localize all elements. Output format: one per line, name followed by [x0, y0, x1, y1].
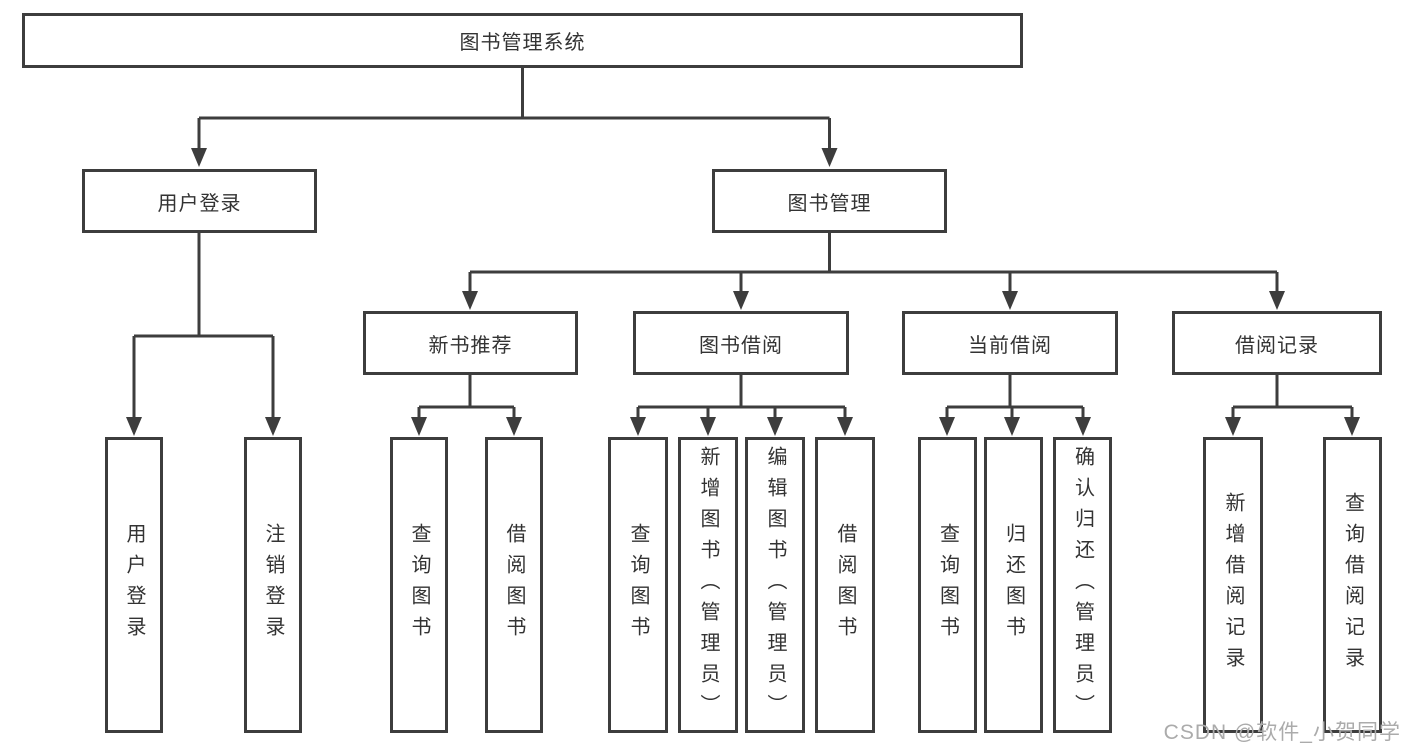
- leaf-borrowing-add-books-admin-label: 新增图书（管理员）: [697, 445, 719, 725]
- connector-root-to-level2: [197, 68, 831, 150]
- leaf-borrowing-add-books-admin: 新增图书（管理员）: [678, 437, 738, 733]
- leaf-borrowing-query-books-label: 查询图书: [627, 523, 649, 647]
- node-book-management: 图书管理: [712, 169, 947, 233]
- leaf-newbook-query-books: 查询图书: [390, 437, 448, 733]
- arrow-down-icon: [821, 148, 838, 167]
- arrow-down-icon: [462, 291, 478, 310]
- arrow-down-icon: [1344, 417, 1360, 436]
- leaf-borrowing-edit-books-admin-label: 编辑图书（管理员）: [764, 445, 786, 725]
- arrow-down-icon: [1075, 417, 1091, 436]
- leaf-records-query-record-label: 查询借阅记录: [1341, 492, 1364, 678]
- arrow-down-icon: [411, 417, 427, 436]
- arrow-down-icon: [506, 417, 522, 436]
- arrow-down-icon: [1002, 291, 1018, 310]
- leaf-records-add-record: 新增借阅记录: [1203, 437, 1263, 733]
- leaf-current-query-books-label: 查询图书: [936, 523, 959, 647]
- node-new-book-recommendation: 新书推荐: [363, 311, 578, 375]
- node-book-borrowing: 图书借阅: [633, 311, 849, 375]
- leaf-borrowing-query-books: 查询图书: [608, 437, 668, 733]
- leaf-borrowing-borrow-books: 借阅图书: [815, 437, 875, 733]
- connector-userlogin-to-leaves: [132, 233, 275, 419]
- leaf-records-query-record: 查询借阅记录: [1323, 437, 1382, 733]
- arrow-down-icon: [700, 417, 716, 436]
- connector-newbook-to-leaves: [417, 375, 516, 419]
- arrow-down-icon: [265, 417, 281, 436]
- leaf-newbook-borrow-books-label: 借阅图书: [503, 523, 525, 647]
- leaf-current-confirm-return-admin-label: 确认归还（管理员）: [1071, 445, 1094, 725]
- arrow-down-icon: [939, 417, 955, 436]
- arrow-down-icon: [1269, 291, 1285, 310]
- csdn-watermark: CSDN @软件_小贺同学: [1163, 721, 1401, 744]
- node-user-login: 用户登录: [82, 169, 317, 233]
- leaf-current-confirm-return-admin: 确认归还（管理员）: [1053, 437, 1112, 733]
- leaf-current-return-books-label: 归还图书: [1002, 523, 1025, 647]
- leaf-records-add-record-label: 新增借阅记录: [1222, 492, 1244, 678]
- arrow-down-icon: [733, 291, 749, 310]
- arrow-down-icon: [191, 148, 207, 167]
- leaf-borrowing-edit-books-admin: 编辑图书（管理员）: [745, 437, 805, 733]
- arrow-down-icon: [1225, 417, 1241, 436]
- connector-borrowing-to-leaves: [636, 375, 847, 419]
- leaf-current-return-books: 归还图书: [984, 437, 1043, 733]
- arrowheads: [126, 148, 1360, 436]
- node-borrowing-records: 借阅记录: [1172, 311, 1382, 375]
- node-library-management-system: 图书管理系统: [22, 13, 1023, 68]
- arrow-down-icon: [1004, 417, 1020, 436]
- leaf-logout-label: 注销登录: [262, 523, 284, 647]
- arrow-down-icon: [837, 417, 853, 436]
- leaf-newbook-borrow-books: 借阅图书: [485, 437, 543, 733]
- leaf-borrowing-borrow-books-label: 借阅图书: [834, 523, 856, 647]
- leaf-user-login-label: 用户登录: [123, 523, 145, 647]
- connector-bookmgmt-to-level3: [468, 233, 1279, 293]
- arrow-down-icon: [126, 417, 142, 436]
- leaf-logout: 注销登录: [244, 437, 302, 733]
- node-current-borrowing: 当前借阅: [902, 311, 1118, 375]
- connector-records-to-leaves: [1231, 375, 1354, 419]
- arrow-down-icon: [767, 417, 783, 436]
- arrow-down-icon: [630, 417, 646, 436]
- leaf-newbook-query-books-label: 查询图书: [408, 523, 430, 647]
- leaf-user-login: 用户登录: [105, 437, 163, 733]
- connector-current-to-leaves: [945, 375, 1085, 419]
- leaf-current-query-books: 查询图书: [918, 437, 977, 733]
